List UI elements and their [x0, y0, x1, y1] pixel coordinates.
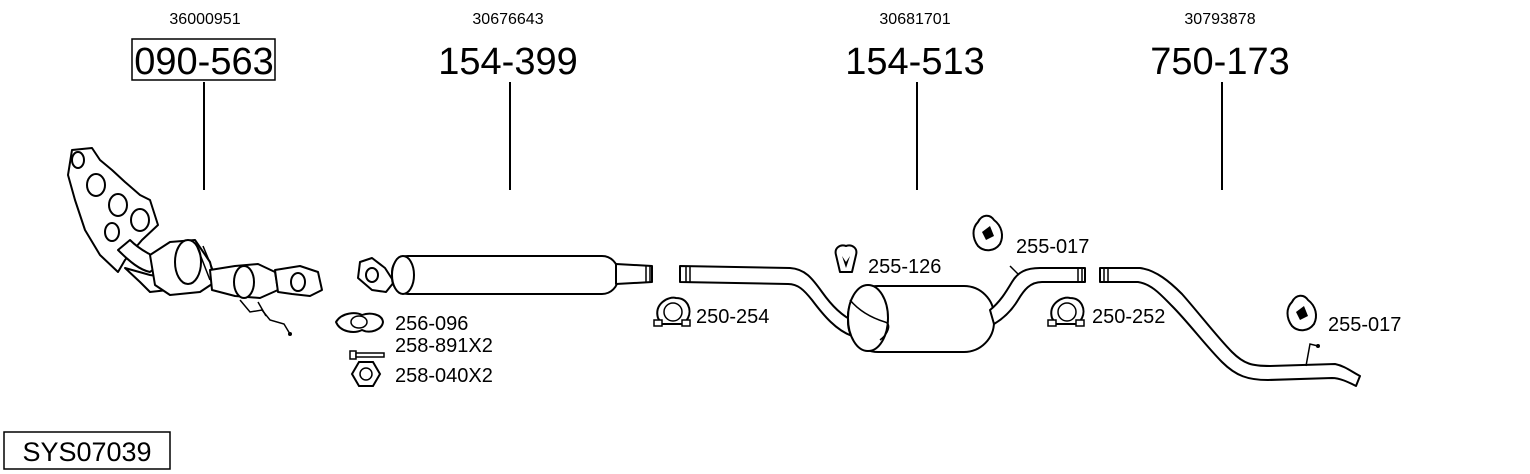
clamp-icon[interactable]	[653, 296, 691, 327]
accessory-label-clamp-1[interactable]: 250-254	[696, 306, 769, 328]
part-number-154-399[interactable]: 154-399	[438, 41, 577, 83]
oem-number-4: 30793878	[1184, 11, 1255, 28]
accessory-label-clamp-2[interactable]: 250-252	[1092, 306, 1165, 328]
accessory-label-gasket[interactable]: 256-096	[395, 313, 468, 335]
nut-icon[interactable]	[350, 361, 382, 387]
middle-silencer-icon[interactable]	[679, 265, 1086, 353]
tail-pipe-icon[interactable]	[1099, 267, 1361, 387]
part-number-box	[131, 38, 276, 81]
accessory-label-hanger-3[interactable]: 255-017	[1328, 314, 1401, 336]
rubber-hanger-icon[interactable]	[1286, 294, 1317, 332]
oem-number-2: 30676643	[472, 11, 543, 28]
accessory-label-hanger-2[interactable]: 255-017	[1016, 236, 1089, 258]
accessory-label-nut[interactable]: 258-040X2	[395, 365, 493, 387]
oem-number-1: 36000951	[169, 11, 240, 28]
accessory-label-hanger-1[interactable]: 255-126	[868, 256, 941, 278]
bolt-icon[interactable]	[349, 350, 385, 360]
front-pipe-resonator-icon[interactable]	[357, 255, 653, 295]
gasket-icon[interactable]	[335, 312, 384, 333]
rubber-hanger-icon[interactable]	[972, 214, 1003, 252]
part-number-154-513[interactable]: 154-513	[845, 41, 984, 83]
clamp-icon[interactable]	[1047, 296, 1085, 327]
accessory-label-bolt[interactable]: 258-891X2	[395, 335, 493, 357]
system-code: SYS07039	[22, 437, 151, 467]
part-number-750-173[interactable]: 750-173	[1150, 41, 1289, 83]
system-code-box	[3, 431, 171, 470]
oem-number-3: 30681701	[879, 11, 950, 28]
part-number-090-563[interactable]: 090-563	[134, 41, 273, 83]
catalytic-converter-manifold-icon[interactable]	[67, 147, 323, 336]
rubber-hanger-icon[interactable]	[834, 244, 858, 273]
